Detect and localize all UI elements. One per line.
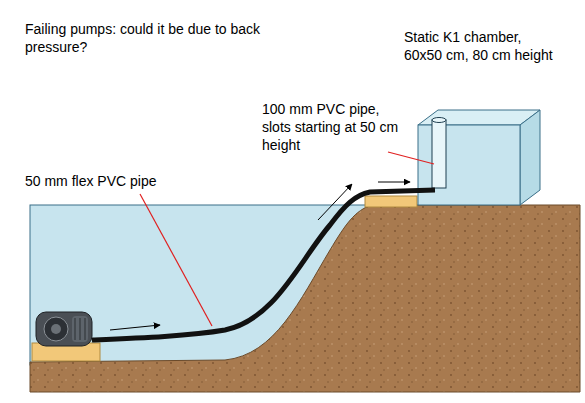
flex-hose: [92, 190, 435, 340]
flow-arrow: [318, 184, 352, 220]
pump: [36, 312, 92, 346]
k1-chamber: [418, 110, 540, 205]
title-note: Failing pumps: could it be due to back p…: [25, 20, 285, 56]
pipe-support: [365, 196, 417, 207]
leader-line: [388, 152, 434, 164]
hose-label: 50 mm flex PVC pipe: [25, 172, 195, 190]
flow-arrow: [110, 325, 160, 330]
pipe-label: 100 mm PVC pipe, slots starting at 50 cm…: [262, 100, 412, 154]
leader-line: [140, 194, 212, 326]
chamber-label: Static K1 chamber, 60x50 cm, 80 cm heigh…: [404, 28, 554, 64]
soil: [30, 205, 580, 392]
flow-arrow: [378, 182, 410, 183]
